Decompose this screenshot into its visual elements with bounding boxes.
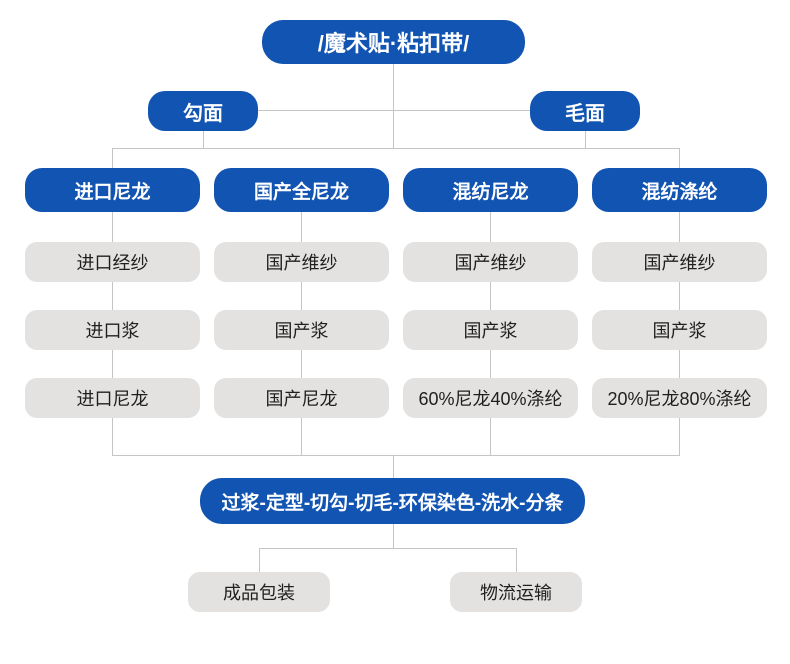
step-box-col3-row2: 国产浆 <box>403 310 578 350</box>
connector-line <box>490 282 491 310</box>
column-header-blended-nylon: 混纺尼龙 <box>403 168 578 212</box>
step-box-col1-row3: 进口尼龙 <box>25 378 200 418</box>
step-box-col4-row3: 20%尼龙80%涤纶 <box>592 378 767 418</box>
branch-hook-side-node: 勾面 <box>148 91 258 131</box>
connector-line <box>258 110 530 111</box>
connector-line <box>516 548 517 572</box>
connector-line <box>679 418 680 455</box>
branch-loop-side-node: 毛面 <box>530 91 640 131</box>
connector-line <box>585 131 586 149</box>
process-steps-node: 过浆-定型-切勾-切毛-环保染色-洗水-分条 <box>200 478 585 524</box>
column-header-blended-polyester: 混纺涤纶 <box>592 168 767 212</box>
step-box-col2-row3: 国产尼龙 <box>214 378 389 418</box>
connector-line <box>112 455 680 456</box>
connector-line <box>393 455 394 478</box>
output-logistics-node: 物流运输 <box>450 572 582 612</box>
connector-line <box>112 212 113 242</box>
connector-line <box>679 350 680 378</box>
connector-line <box>679 282 680 310</box>
connector-line <box>490 418 491 455</box>
connector-line <box>112 418 113 455</box>
connector-line <box>112 350 113 378</box>
connector-line <box>259 548 260 572</box>
connector-line <box>112 148 680 149</box>
connector-line <box>301 212 302 242</box>
connector-line <box>301 282 302 310</box>
connector-line <box>679 148 680 168</box>
connector-line <box>490 212 491 242</box>
connector-line <box>490 350 491 378</box>
connector-line <box>259 548 516 549</box>
connector-line <box>112 148 113 168</box>
connector-line <box>679 212 680 242</box>
connector-line <box>301 418 302 455</box>
column-header-domestic-full-nylon: 国产全尼龙 <box>214 168 389 212</box>
step-box-col4-row1: 国产维纱 <box>592 242 767 282</box>
column-header-imported-nylon: 进口尼龙 <box>25 168 200 212</box>
connector-line <box>203 131 204 149</box>
step-box-col4-row2: 国产浆 <box>592 310 767 350</box>
step-box-col3-row1: 国产维纱 <box>403 242 578 282</box>
step-box-col3-row3: 60%尼龙40%涤纶 <box>403 378 578 418</box>
root-title-node: /魔术贴·粘扣带/ <box>262 20 525 64</box>
step-box-col1-row2: 进口浆 <box>25 310 200 350</box>
step-box-col1-row1: 进口经纱 <box>25 242 200 282</box>
connector-line <box>393 64 394 149</box>
step-box-col2-row2: 国产浆 <box>214 310 389 350</box>
connector-line <box>112 282 113 310</box>
connector-line <box>393 524 394 548</box>
step-box-col2-row1: 国产维纱 <box>214 242 389 282</box>
connector-line <box>301 350 302 378</box>
output-packaging-node: 成品包装 <box>188 572 330 612</box>
